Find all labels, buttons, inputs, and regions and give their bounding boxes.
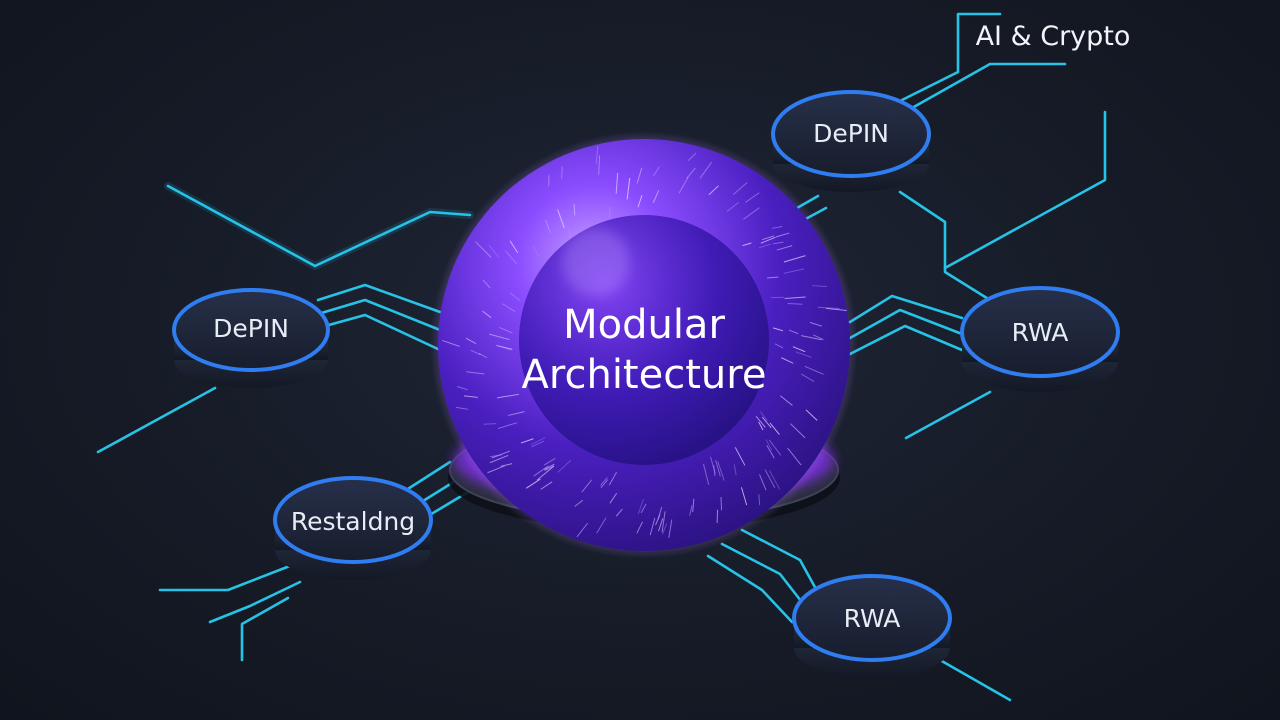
node-depin-top-right[interactable]: DePIN <box>771 90 931 192</box>
trace-bottom-rwa-2 <box>720 542 810 612</box>
trace-left-depin-3 <box>316 313 442 352</box>
trace-right-rwa-1 <box>848 294 964 324</box>
trace-right-rwa-2 <box>848 308 964 340</box>
node-restaking-bottom-left[interactable]: Restaldng <box>273 476 433 580</box>
trace-bottom-rwa-1 <box>740 528 824 602</box>
trace-topright-rwa <box>898 190 992 302</box>
trace-topright-up-1 <box>900 12 1002 102</box>
node-depin-left-label: DePIN <box>213 314 289 343</box>
trace-bottom-rwa-right <box>938 658 1012 702</box>
trace-right-branch <box>943 110 1107 270</box>
core-label-line2: Architecture <box>522 352 767 398</box>
trace-topright-up-2 <box>910 62 1067 110</box>
core-dome: Modular Architecture <box>430 131 858 559</box>
trace-restaking-down-3 <box>240 596 290 662</box>
node-rwa-right-label: RWA <box>1012 318 1069 347</box>
node-rwa-bottom-right[interactable]: RWA <box>792 574 952 678</box>
node-depin-left[interactable]: DePIN <box>172 288 330 388</box>
circuit-traces <box>96 12 1107 702</box>
trace-upper-left <box>166 184 472 268</box>
trace-right-rwa-3 <box>848 324 964 356</box>
trace-left-depin-2 <box>316 298 442 332</box>
corner-label-ai-crypto: AI & Crypto <box>976 21 1131 52</box>
trace-right-rwa-down <box>904 390 992 440</box>
trace-bottom-rwa-3 <box>706 554 794 624</box>
trace-left-depin-1 <box>316 283 442 314</box>
node-restaking-bottom-left-label: Restaldng <box>291 507 415 536</box>
trace-left-downleft <box>96 386 217 454</box>
node-rwa-right[interactable]: RWA <box>960 286 1120 392</box>
trace-restaking-down-2 <box>208 580 302 624</box>
node-depin-top-right-label: DePIN <box>813 119 889 148</box>
core-label-line1: Modular <box>563 302 725 348</box>
trace-restaking-down-1 <box>158 560 302 592</box>
node-rwa-bottom-right-label: RWA <box>844 604 901 633</box>
core-filaments <box>442 146 847 539</box>
